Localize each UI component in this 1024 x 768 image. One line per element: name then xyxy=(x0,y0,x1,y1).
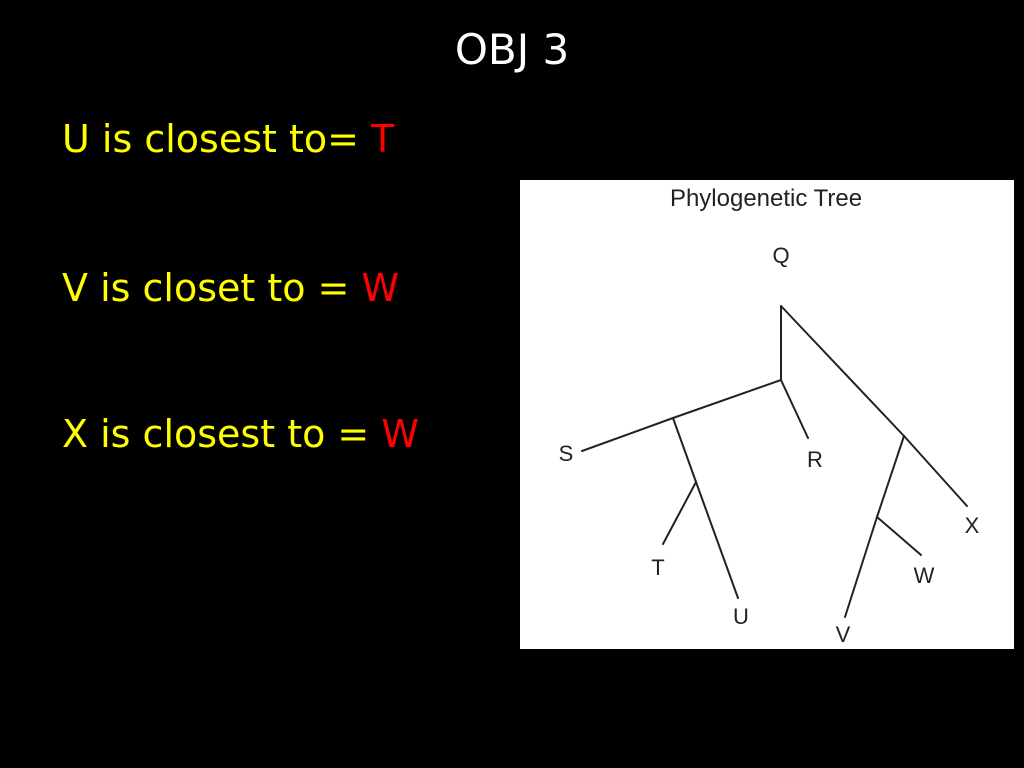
phylogenetic-tree-diagram: Phylogenetic Tree Q R S T U V W X xyxy=(559,185,980,647)
node-label-t: T xyxy=(651,555,664,580)
branch-to-u xyxy=(695,481,739,599)
node-label-w: W xyxy=(914,563,935,588)
branch-to-s xyxy=(581,417,674,452)
qa-line-x: X is closest to = W xyxy=(62,412,419,456)
node-label-v: V xyxy=(836,622,851,647)
qa-answer-v: W xyxy=(361,266,400,310)
branch-to-t xyxy=(662,481,697,545)
branch-to-w xyxy=(876,516,922,556)
qa-line-v: V is closet to = W xyxy=(62,266,399,310)
qa-question-x: X is closest to = xyxy=(62,412,382,456)
qa-answer-x: W xyxy=(381,412,419,456)
branch-to-vw-node xyxy=(876,435,905,518)
branch-to-st-node xyxy=(672,379,782,419)
phylogenetic-tree-panel: Phylogenetic Tree Q R S T U V W X xyxy=(520,180,1014,649)
node-label-u: U xyxy=(733,604,749,629)
qa-answer-u: T xyxy=(371,117,395,161)
slide-title: OBJ 3 xyxy=(454,25,570,74)
node-label-s: S xyxy=(559,441,574,466)
branch-to-x xyxy=(903,435,968,507)
branch-to-r xyxy=(780,379,809,439)
node-label-r: R xyxy=(807,447,823,472)
qa-question-u: U is closest to= xyxy=(62,117,372,161)
branch-to-vwx-node xyxy=(780,305,905,437)
node-label-x: X xyxy=(965,513,980,538)
tree-title: Phylogenetic Tree xyxy=(670,185,862,212)
qa-line-u: U is closest to= T xyxy=(62,117,394,161)
branch-to-tu-node xyxy=(672,417,697,483)
branch-to-v xyxy=(844,516,878,618)
qa-question-v: V is closet to = xyxy=(62,266,362,310)
node-label-q: Q xyxy=(772,243,789,268)
